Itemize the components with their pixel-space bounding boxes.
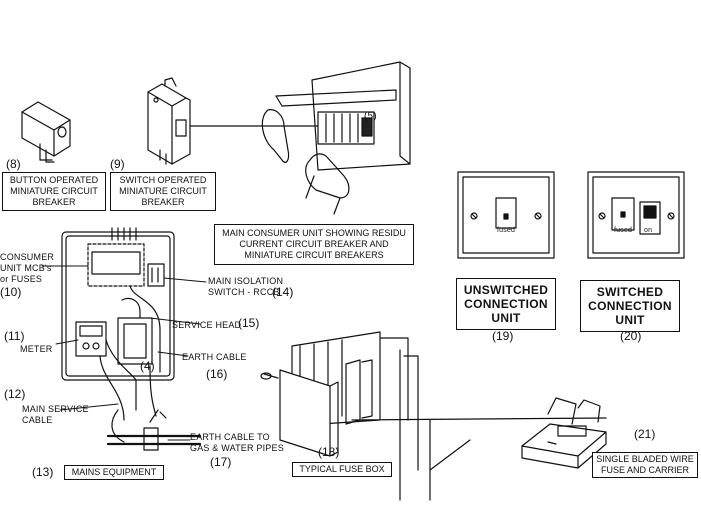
label-number-13: (13)	[32, 465, 54, 479]
fused-face-label: fused	[614, 227, 633, 234]
label-line: CONSUMER	[0, 252, 55, 262]
label-line: CONNECTION	[588, 299, 672, 313]
switch-mcb-drawing	[147, 77, 191, 165]
button-mcb-drawing	[21, 101, 71, 163]
label-earth-cable-gas-water: EARTH CABLE TO GAS & WATER PIPES	[190, 432, 284, 454]
label-line: MAIN CONSUMER UNIT SHOWING RESIDU	[222, 228, 406, 238]
label-mains-equipment: MAINS EQUIPMENT	[64, 465, 164, 480]
wire-fuse-carrier-drawing	[521, 397, 607, 469]
label-line: SWITCHED	[596, 285, 664, 299]
label-typical-fuse-box: TYPICAL FUSE BOX	[292, 462, 392, 477]
switched-unit-drawing	[587, 171, 685, 259]
label-single-bladed-wire-fuse: SINGLE BLADED WIRE FUSE AND CARRIER	[592, 452, 698, 478]
label-line: UNIT MCB's	[0, 263, 52, 273]
label-service-head: SERVICE HEAD	[172, 320, 242, 330]
label-number-8: (8)	[6, 157, 21, 171]
label-number-17: (17)	[210, 455, 232, 469]
label-number-12: (12)	[4, 387, 26, 401]
label-number-15: (15)	[238, 316, 260, 330]
label-number-20: (20)	[620, 329, 642, 343]
label-line: UNIT	[491, 311, 521, 325]
label-number-4: (4)	[140, 359, 155, 373]
label-number-16: (16)	[206, 367, 228, 381]
label-line: MAIN ISOLATION	[208, 276, 284, 286]
label-unswitched-connection-unit: UNSWITCHED CONNECTION UNIT	[456, 278, 556, 330]
label-line: MINIATURE CIRCUIT	[119, 186, 207, 196]
label-number-11: (11)	[4, 329, 25, 343]
label-switch-operated-mcb: SWITCH OPERATED MINIATURE CIRCUIT BREAKE…	[110, 172, 216, 211]
mains-equipment-drawing	[61, 227, 202, 451]
label-line: GAS & WATER PIPES	[190, 443, 284, 453]
main-consumer-unit-drawing	[189, 61, 411, 215]
label-line: EARTH CABLE TO	[190, 432, 270, 442]
label-line: SWITCH OPERATED	[119, 175, 207, 185]
label-meter: METER	[20, 344, 53, 354]
label-consumer-unit-mcbs: CONSUMER UNIT MCB's or FUSES	[0, 252, 54, 285]
fused-face-label: fused	[497, 227, 516, 234]
label-number-10: (10)	[0, 285, 22, 299]
label-line: UNSWITCHED	[463, 283, 549, 297]
label-marker-5: (5)	[364, 111, 377, 122]
label-number-18: (18)	[318, 445, 340, 459]
label-line: BREAKER	[141, 197, 185, 207]
fuse-box-drawing	[260, 331, 607, 501]
label-number-21: (21)	[634, 427, 656, 441]
label-button-operated-mcb: BUTTON OPERATED MINIATURE CIRCUIT BREAKE…	[2, 172, 106, 211]
label-main-service-cable: MAIN SERVICE CABLE	[22, 404, 89, 426]
label-number-19: (19)	[492, 329, 514, 343]
switch-on-label: on	[644, 227, 653, 234]
label-earth-cable: EARTH CABLE	[182, 352, 247, 362]
label-line: or FUSES	[0, 274, 43, 284]
label-main-isolation-switch: MAIN ISOLATION SWITCH - RCCB	[208, 276, 283, 298]
label-line: CONNECTION	[464, 297, 548, 311]
label-number-9: (9)	[110, 157, 125, 171]
label-main-consumer-unit: MAIN CONSUMER UNIT SHOWING RESIDU CURREN…	[214, 224, 414, 265]
label-line: SWITCH - RCCB	[208, 287, 280, 297]
label-line: BUTTON OPERATED	[9, 175, 99, 185]
label-line: MAIN SERVICE	[22, 404, 89, 414]
label-line: UNIT	[615, 313, 645, 327]
label-switched-connection-unit: SWITCHED CONNECTION UNIT	[580, 280, 680, 332]
label-number-14: (14)	[272, 285, 294, 299]
label-line: SINGLE BLADED WIRE	[596, 454, 694, 464]
label-line: BREAKER	[32, 197, 76, 207]
leader-lines	[41, 265, 207, 441]
label-line: FUSE AND CARRIER	[600, 465, 689, 475]
unswitched-unit-drawing	[457, 171, 555, 259]
label-line: CURRENT CIRCUIT BREAKER AND	[239, 239, 389, 249]
label-line: CABLE	[22, 415, 53, 425]
label-line: MINIATURE CIRCUIT BREAKERS	[244, 250, 384, 260]
label-line: MINIATURE CIRCUIT	[10, 186, 98, 196]
